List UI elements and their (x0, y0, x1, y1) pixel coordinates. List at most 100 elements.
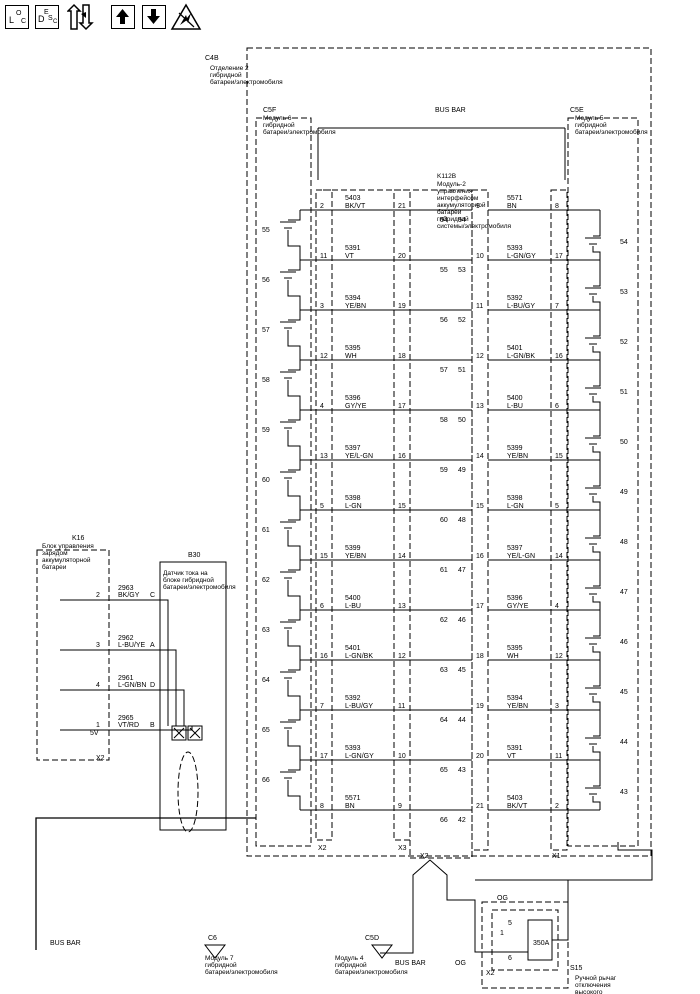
cell-number: 46 (620, 639, 628, 646)
circuit-number: 5401 (345, 645, 361, 652)
x3-pin: 16 (398, 453, 406, 460)
x2-label-k: X2 (420, 853, 429, 860)
x3-pin: 10 (398, 753, 406, 760)
x2-pin: 7 (320, 703, 324, 710)
wire-color: L-BU/GY (345, 703, 373, 710)
cell-lead (288, 460, 301, 471)
circuit-number: 5401 (507, 345, 523, 352)
cell-lead (592, 596, 601, 610)
cell-lead (287, 330, 301, 360)
x2-pin: 12 (476, 353, 484, 360)
cell-lead (593, 210, 601, 237)
wire-color: L-GN/BK (345, 653, 373, 660)
k16-wire (60, 649, 177, 726)
cell-number: 57 (262, 327, 270, 334)
k112b-enclosure (316, 189, 473, 859)
cell-lead (287, 480, 301, 510)
cell-number: 56 (262, 277, 270, 284)
cell-number: 43 (620, 789, 628, 796)
x2-pin: 13 (476, 403, 484, 410)
k-terminal: 59 (440, 467, 448, 474)
x2-pin: 19 (476, 703, 484, 710)
b30-current-loop (177, 751, 199, 833)
cell-lead (593, 460, 601, 487)
x1-pin: 7 (555, 303, 559, 310)
loc-label-l: L (9, 15, 15, 25)
cell-lead (593, 660, 601, 687)
k-terminal: 50 (458, 417, 466, 424)
k16-wire (60, 689, 185, 726)
c5f-enclosure (255, 117, 312, 847)
circuit-number: 5398 (345, 495, 361, 502)
b30-enclosure (159, 561, 227, 831)
v5-label: 5V (90, 730, 99, 737)
x2-pin: 9 (476, 203, 480, 210)
k-terminal: 44 (458, 717, 466, 724)
x2-pin: 15 (476, 503, 484, 510)
desc-label-d: D (38, 14, 45, 24)
x1-pin: 12 (555, 653, 563, 660)
og-label-2: OG (455, 960, 466, 967)
cell-lead (287, 580, 301, 610)
k-terminal: 63 (440, 667, 448, 674)
s15-x2: X2 (486, 970, 495, 977)
k-terminal: 52 (458, 317, 466, 324)
desc-button[interactable]: D E S C (35, 5, 59, 29)
desc-label-s: S (48, 15, 53, 22)
k16-wire (60, 726, 193, 731)
cell-lead (287, 280, 301, 310)
k-terminal: 48 (458, 517, 466, 524)
cell-number: 58 (262, 377, 270, 384)
x3-label: X3 (398, 845, 407, 852)
cell-lead (592, 796, 601, 810)
c4b-id: C4B (205, 55, 219, 62)
circuit-number: 5391 (507, 745, 523, 752)
wire-color: L-GN (345, 503, 362, 510)
x1-pin: 8 (555, 203, 559, 210)
wire-color: YE/BN (507, 453, 528, 460)
toolbar: L O C D E S C (0, 0, 260, 34)
circuit-number: 5400 (507, 395, 523, 402)
circuit-number: 2961 (118, 675, 134, 682)
cell-lead (288, 510, 301, 521)
cell-lead (593, 410, 601, 437)
x2-left-strip (315, 189, 333, 841)
esd-warning-icon[interactable] (170, 3, 202, 31)
k-terminal: 49 (458, 467, 466, 474)
cell-lead (288, 710, 301, 721)
circuit-number: 5392 (345, 695, 361, 702)
wire-color: L-GN (507, 503, 524, 510)
cell-lead (592, 646, 601, 660)
wire-color: L-BU (345, 603, 361, 610)
x2-pin: 20 (476, 753, 484, 760)
x2-pin: 11 (476, 303, 483, 310)
x3-pin: 14 (398, 553, 406, 560)
down-button[interactable] (142, 5, 166, 29)
cell-lead (287, 780, 301, 810)
c5d-bus (380, 900, 414, 954)
up-down-icon[interactable] (67, 3, 95, 31)
loc-button[interactable]: L O C (5, 5, 29, 29)
cell-lead (288, 260, 301, 271)
k16-pin: 1 (96, 722, 100, 729)
x1-pin: 4 (555, 603, 559, 610)
wire-color: L-BU/GY (507, 303, 535, 310)
k16-pin: 4 (96, 682, 100, 689)
up-button[interactable] (111, 5, 135, 29)
x2-pin: 14 (476, 453, 484, 460)
x3-pin: 13 (398, 603, 406, 610)
x2-pin: 17 (476, 603, 484, 610)
x1-pin: 6 (555, 403, 559, 410)
x2-pin: 4 (320, 403, 324, 410)
s15-label: Ручной рычаготключениявысокогонапряжения… (575, 974, 648, 994)
k-terminal: 61 (440, 567, 448, 574)
cell-number: 62 (262, 577, 270, 584)
wire-color: L-GN/GY (345, 753, 374, 760)
circuit-number: 5393 (507, 245, 523, 252)
b30-pin: A (150, 642, 155, 649)
circuit-number: 5399 (507, 445, 523, 452)
cell-lead (287, 230, 301, 260)
circuit-number: 5403 (345, 195, 361, 202)
